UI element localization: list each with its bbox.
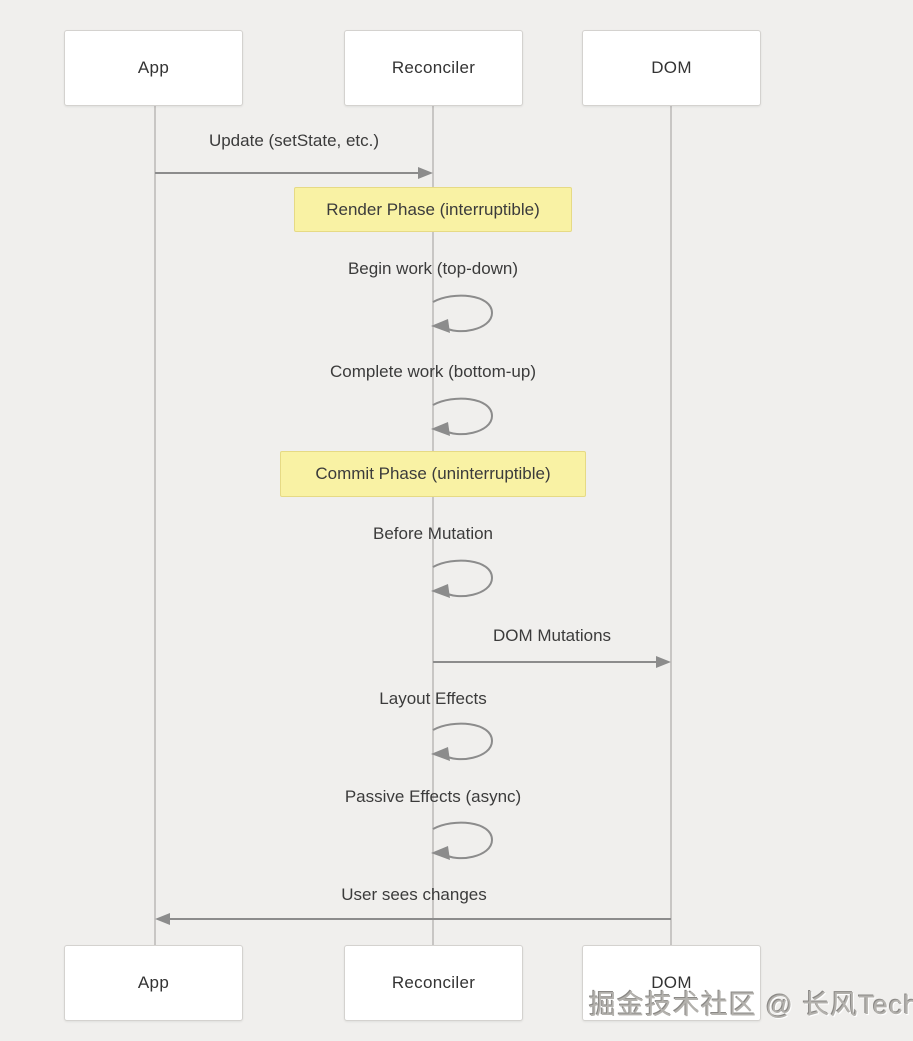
actor-box-reconciler-top: Reconciler: [344, 30, 523, 106]
actor-label-app: App: [137, 973, 170, 992]
watermark: 掘金技术社区 @ 长风Tech: [589, 990, 913, 1020]
note-commit-phase: Commit Phase (uninterruptible): [280, 451, 586, 497]
actor-box-app-top: App: [64, 30, 243, 106]
actor-label-reconciler: Reconciler: [391, 973, 476, 992]
message-arrow-user-sees-changes: [169, 918, 671, 920]
self-loop-icon: [431, 559, 494, 598]
message-label-user-sees-changes: User sees changes: [341, 885, 487, 904]
arrowhead-right-icon: [418, 167, 433, 179]
note-render-phase: Render Phase (interruptible): [294, 187, 572, 232]
message-label-passive-effects: Passive Effects (async): [344, 787, 522, 806]
actor-label-reconciler: Reconciler: [391, 58, 476, 77]
actor-box-dom-top: DOM: [582, 30, 761, 106]
actor-box-dom-bottom: DOM: [582, 945, 761, 1021]
message-label-begin-work: Begin work (top-down): [347, 259, 519, 278]
message-label-update: Update (setState, etc.): [208, 131, 380, 150]
self-loop-icon: [431, 722, 494, 761]
lifeline-dom: [670, 106, 672, 945]
actor-label-dom: DOM: [651, 973, 692, 992]
self-loop-icon: [431, 397, 494, 436]
note-commit-phase-label: Commit Phase (uninterruptible): [315, 464, 551, 483]
arrowhead-left-icon: [155, 913, 170, 925]
message-label-complete-work: Complete work (bottom-up): [330, 362, 536, 381]
message-arrow-update: [155, 172, 419, 174]
actor-box-app-bottom: App: [64, 945, 243, 1021]
actor-label-dom: DOM: [651, 58, 692, 77]
lifeline-app: [154, 106, 156, 945]
message-arrow-dom-mutations: [433, 661, 656, 663]
message-label-dom-mutations: DOM Mutations: [492, 626, 612, 645]
arrowhead-right-icon: [656, 656, 671, 668]
actor-box-reconciler-bottom: Reconciler: [344, 945, 523, 1021]
lifeline-reconciler: [432, 106, 434, 945]
note-render-phase-label: Render Phase (interruptible): [326, 199, 540, 219]
self-loop-icon: [431, 294, 494, 333]
message-label-before-mutation: Before Mutation: [372, 524, 494, 543]
actor-label-app: App: [137, 58, 170, 77]
message-label-layout-effects: Layout Effects: [379, 689, 487, 708]
self-loop-icon: [431, 821, 494, 860]
